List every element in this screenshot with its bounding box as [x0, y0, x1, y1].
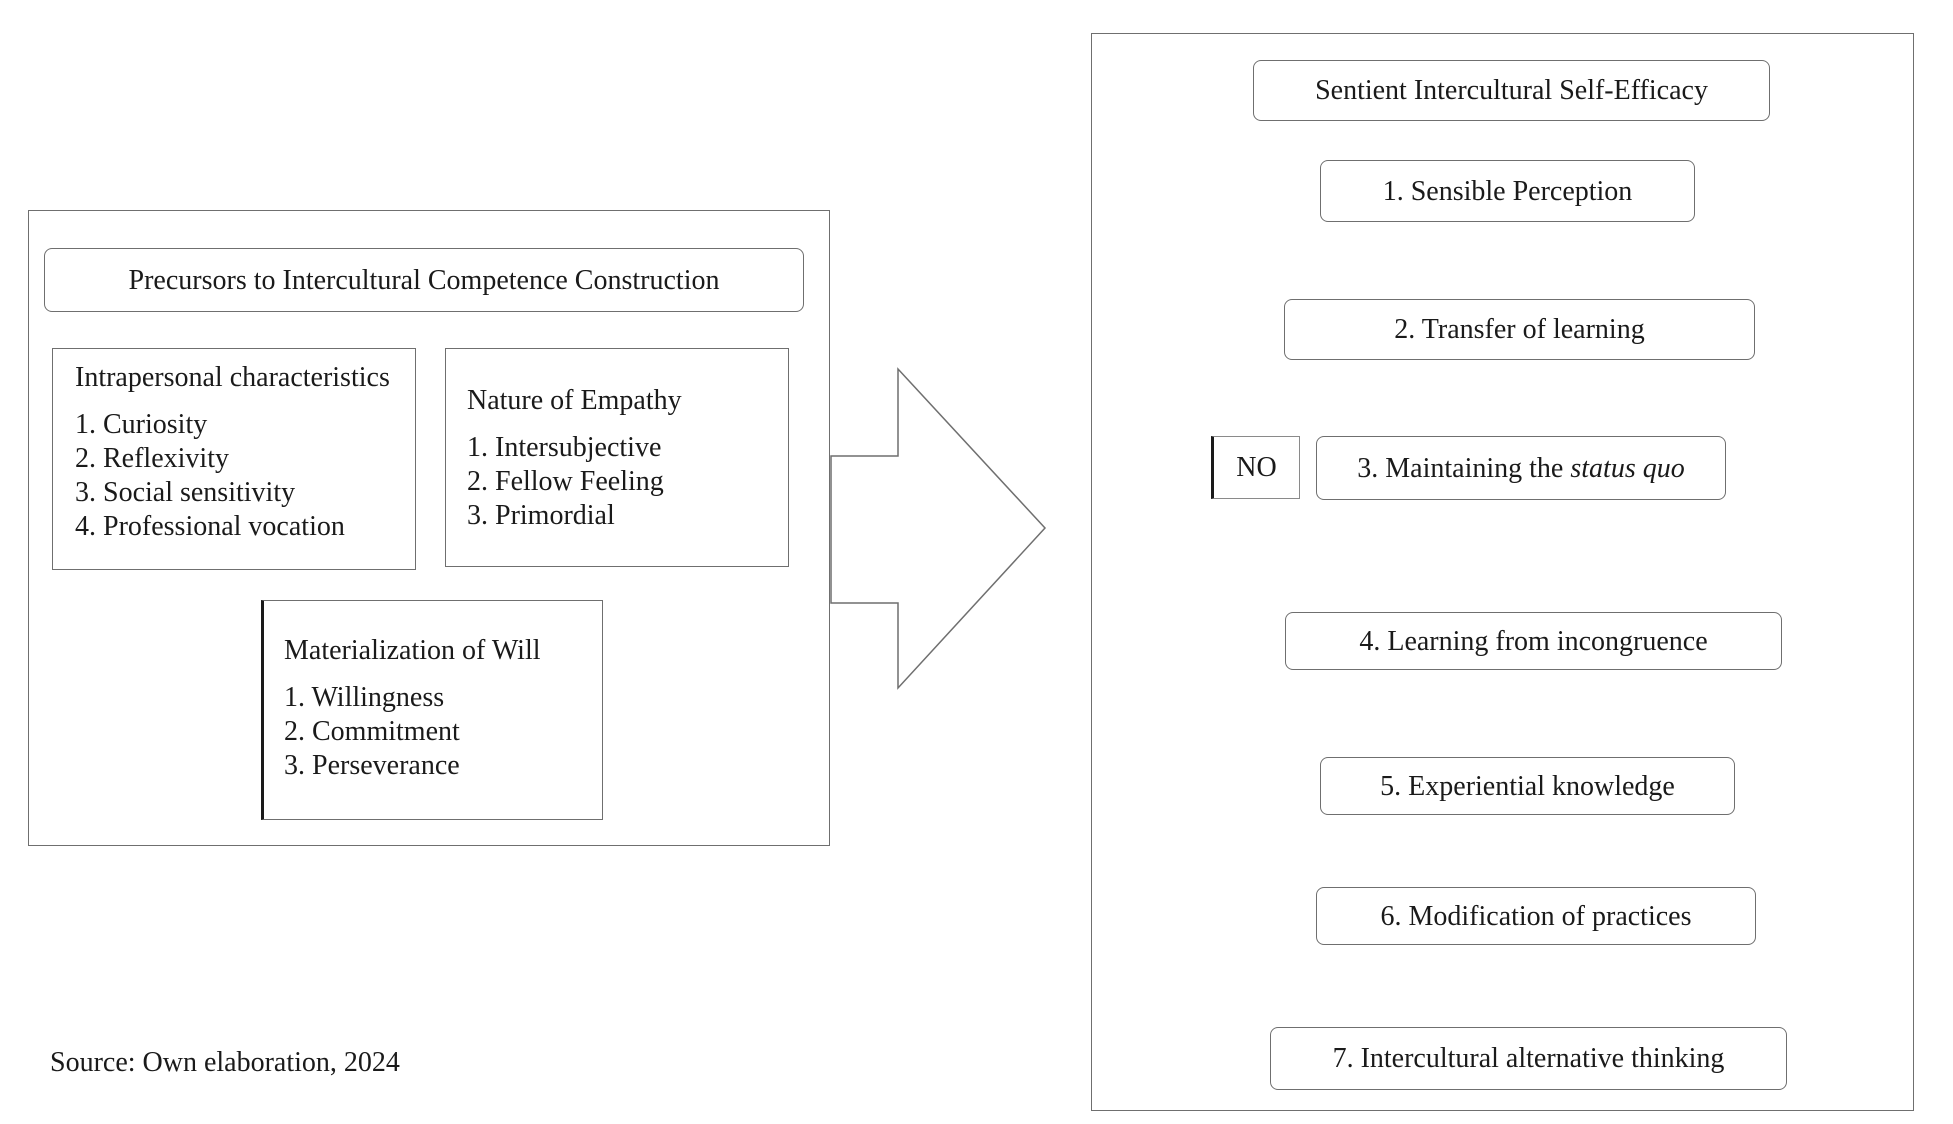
step-4-box: 4. Learning from incongruence [1285, 612, 1782, 670]
intrapersonal-list: 1. Curiosity 2. Reflexivity 3. Social se… [75, 408, 415, 544]
list-item: 1. Intersubjective [467, 432, 662, 463]
step-7-box: 7. Intercultural alternative thinking [1270, 1027, 1787, 1090]
efficacy-title-box: Sentient Intercultural Self-Efficacy [1253, 60, 1770, 121]
list-item: 3. Perseverance [284, 750, 460, 781]
step-5-box: 5. Experiential knowledge [1320, 757, 1735, 815]
step-6-label: 6. Modification of practices [1380, 900, 1692, 932]
step-6-box: 6. Modification of practices [1316, 887, 1756, 945]
step-3-prefix: 3. Maintaining the [1357, 452, 1571, 484]
step-4-label: 4. Learning from incongruence [1359, 625, 1708, 657]
will-box: Materialization of Will 1. Willingness 2… [261, 600, 603, 820]
step-3-box: 3. Maintaining the status quo [1316, 436, 1726, 500]
list-item: 1. Willingness [284, 682, 445, 713]
step-3-italic: status quo [1570, 452, 1685, 484]
intrapersonal-heading: Intrapersonal characteristics [75, 362, 390, 393]
step-2-box: 2. Transfer of learning [1284, 299, 1755, 360]
no-box: NO [1211, 436, 1300, 499]
will-heading: Materialization of Will [284, 635, 541, 666]
list-item: 1. Curiosity [75, 409, 208, 440]
precursors-title-box: Precursors to Intercultural Competence C… [44, 248, 804, 312]
source-note: Source: Own elaboration, 2024 [50, 1047, 400, 1078]
step-2-label: 2. Transfer of learning [1394, 314, 1645, 345]
list-item: 3. Social sensitivity [75, 477, 296, 508]
efficacy-title: Sentient Intercultural Self-Efficacy [1315, 75, 1708, 106]
precursors-title: Precursors to Intercultural Competence C… [128, 264, 720, 296]
empathy-heading: Nature of Empathy [467, 385, 682, 416]
step-3-label: 3. Maintaining the status quo [1357, 451, 1684, 486]
empathy-list: 1. Intersubjective 2. Fellow Feeling 3. … [467, 431, 788, 533]
big-block-arrow [830, 367, 1047, 690]
will-list: 1. Willingness 2. Commitment 3. Persever… [284, 681, 602, 783]
step-1-box: 1. Sensible Perception [1320, 160, 1695, 222]
list-item: 3. Primordial [467, 500, 615, 531]
empathy-box: Nature of Empathy 1. Intersubjective 2. … [445, 348, 789, 567]
list-item: 2. Reflexivity [75, 443, 229, 474]
list-item: 2. Commitment [284, 716, 460, 747]
no-label: NO [1236, 452, 1277, 483]
step-5-label: 5. Experiential knowledge [1380, 770, 1675, 802]
list-item: 4. Professional vocation [75, 511, 345, 542]
step-1-label: 1. Sensible Perception [1382, 175, 1633, 207]
list-item: 2. Fellow Feeling [467, 466, 664, 497]
intrapersonal-box: Intrapersonal characteristics 1. Curiosi… [52, 348, 416, 570]
step-7-label: 7. Intercultural alternative thinking [1332, 1043, 1725, 1074]
